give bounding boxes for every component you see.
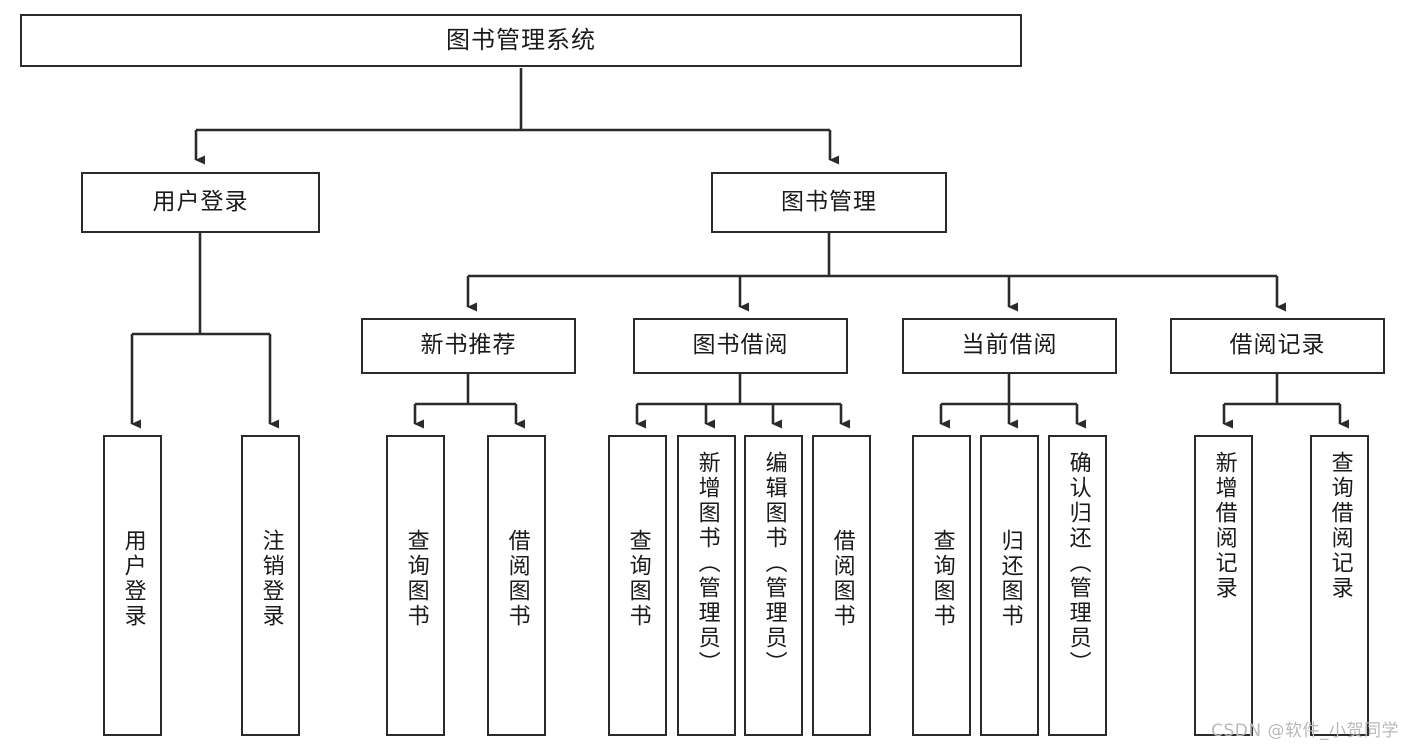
node-user-login[interactable]: 用户登录 <box>81 172 320 233</box>
leaf-add-book-admin[interactable]: 新增图书（管理员） <box>677 435 736 736</box>
leaf-label: 用户登录 <box>120 529 146 629</box>
node-current-borrowing[interactable]: 当前借阅 <box>902 318 1117 374</box>
node-book-management[interactable]: 图书管理 <box>711 172 947 233</box>
leaf-return-books[interactable]: 归还图书 <box>980 435 1039 736</box>
leaf-label: 查询图书 <box>403 529 429 629</box>
csdn-watermark: CSDN @软件_小贺同学 <box>1211 721 1399 741</box>
leaf-label: 注销登录 <box>258 529 284 629</box>
leaf-edit-book-admin[interactable]: 编辑图书（管理员） <box>744 435 803 736</box>
leaf-label: 新增图书（管理员） <box>694 451 720 676</box>
leaf-label: 新增借阅记录 <box>1211 451 1237 601</box>
leaf-logout[interactable]: 注销登录 <box>241 435 300 736</box>
leaf-user-login[interactable]: 用户登录 <box>103 435 162 736</box>
leaf-label: 归还图书 <box>997 529 1023 629</box>
leaf-label: 查询图书 <box>625 529 651 629</box>
leaf-query-books-borrow[interactable]: 查询图书 <box>608 435 667 736</box>
leaf-label: 查询图书 <box>929 529 955 629</box>
node-book-borrowing[interactable]: 图书借阅 <box>633 318 848 374</box>
leaf-query-books-current[interactable]: 查询图书 <box>912 435 971 736</box>
leaf-borrow-books[interactable]: 借阅图书 <box>812 435 871 736</box>
leaf-query-borrow-record[interactable]: 查询借阅记录 <box>1310 435 1369 736</box>
leaf-label: 借阅图书 <box>504 529 530 629</box>
node-root-book-management-system[interactable]: 图书管理系统 <box>20 14 1022 67</box>
leaf-label: 借阅图书 <box>829 529 855 629</box>
leaf-label: 确认归还（管理员） <box>1065 451 1091 676</box>
leaf-label: 编辑图书（管理员） <box>761 451 787 676</box>
leaf-add-borrow-record[interactable]: 新增借阅记录 <box>1194 435 1253 736</box>
leaf-borrow-books-recommend[interactable]: 借阅图书 <box>487 435 546 736</box>
leaf-label: 查询借阅记录 <box>1327 451 1353 601</box>
leaf-query-books-recommend[interactable]: 查询图书 <box>386 435 445 736</box>
node-new-book-recommendation[interactable]: 新书推荐 <box>361 318 576 374</box>
leaf-confirm-return-admin[interactable]: 确认归还（管理员） <box>1048 435 1107 736</box>
node-borrowing-record[interactable]: 借阅记录 <box>1170 318 1385 374</box>
